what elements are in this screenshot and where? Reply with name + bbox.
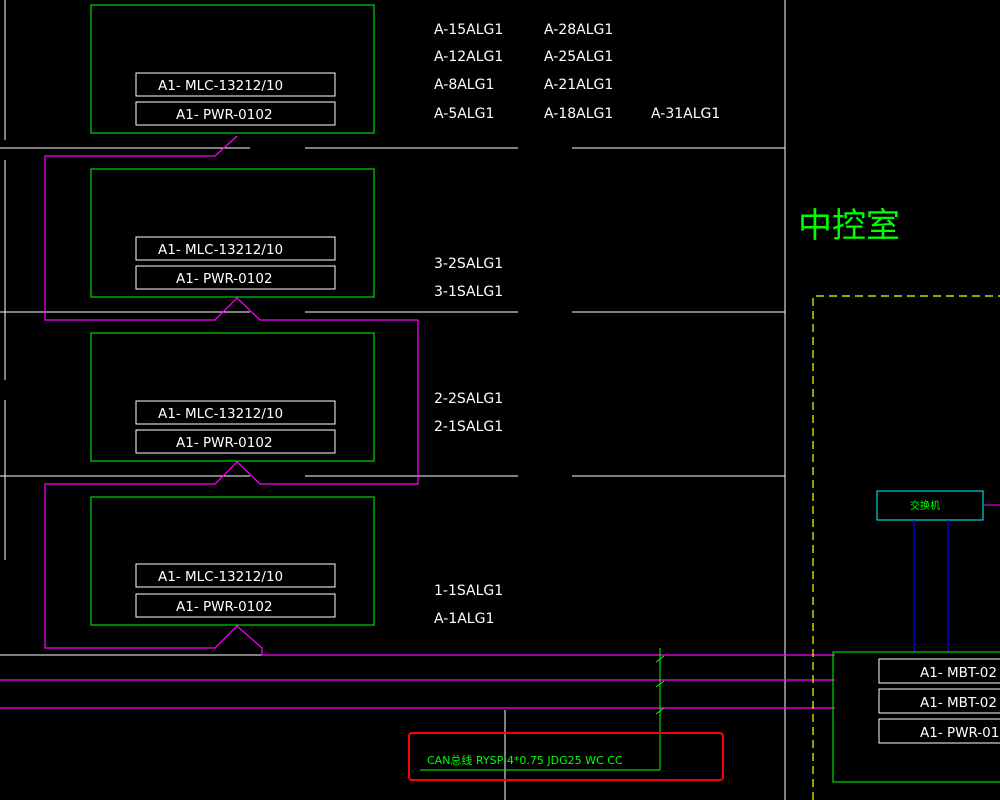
label-a1: A-1ALG1 [434,611,494,627]
label-a15: A-15ALG1 [434,22,503,38]
cable-leader [420,648,665,771]
panel-1-mlc-label: A1- MLC-13212/10 [158,78,283,94]
panel-4: A1- MLC-13212/10 A1- PWR-0102 [90,496,375,626]
label-a8: A-8ALG1 [434,77,494,93]
label-a5: A-5ALG1 [434,106,494,122]
label-a28: A-28ALG1 [544,22,613,38]
panel-2: A1- MLC-13212/10 A1- PWR-0102 [90,168,375,298]
label-a31: A-31ALG1 [651,106,720,122]
room-dashed-border [812,295,1000,800]
label-1-1s: 1-1SALG1 [434,583,503,599]
switch-label: 交换机 [910,499,940,512]
panel-3: A1- MLC-13212/10 A1- PWR-0102 [90,332,375,462]
label-3-2s: 3-2SALG1 [434,256,503,272]
panel-2-pwr-label: A1- PWR-0102 [176,271,273,287]
highlight-box [408,732,724,781]
cable-label: CAN总线 RYSP-4*0.75 JDG25 WC CC [427,753,623,767]
label-a25: A-25ALG1 [544,49,613,65]
panel-4-mlc-label: A1- MLC-13212/10 [158,569,283,585]
control-cabinet: A1- MBT-02 A1- MBT-02 A1- PWR-01 [832,651,1000,783]
label-a21: A-21ALG1 [544,77,613,93]
panel-1: A1- MLC-13212/10 A1- PWR-0102 [90,4,375,134]
floor-labels: 3-2SALG1 3-1SALG1 2-2SALG1 2-1SALG1 1-1S… [434,256,503,627]
panel-3-pwr-label: A1- PWR-0102 [176,435,273,451]
top-labels: A-15ALG1 A-12ALG1 A-8ALG1 A-5ALG1 A-28AL… [434,22,720,122]
label-a18: A-18ALG1 [544,106,613,122]
label-3-1s: 3-1SALG1 [434,284,503,300]
label-a12: A-12ALG1 [434,49,503,65]
cabinet-mbt-1: A1- MBT-02 [920,665,997,681]
cabinet-pwr: A1- PWR-01 [920,725,999,741]
panel-2-mlc-label: A1- MLC-13212/10 [158,242,283,258]
bus-wiring [0,135,835,709]
label-2-1s: 2-1SALG1 [434,419,503,435]
panel-3-mlc-label: A1- MLC-13212/10 [158,406,283,422]
label-2-2s: 2-2SALG1 [434,391,503,407]
switch-box: 交换机 [876,490,1000,652]
cabinet-mbt-2: A1- MBT-02 [920,695,997,711]
panel-4-pwr-label: A1- PWR-0102 [176,599,273,615]
panel-1-pwr-label: A1- PWR-0102 [176,107,273,123]
room-label: 中控室 [798,206,900,246]
